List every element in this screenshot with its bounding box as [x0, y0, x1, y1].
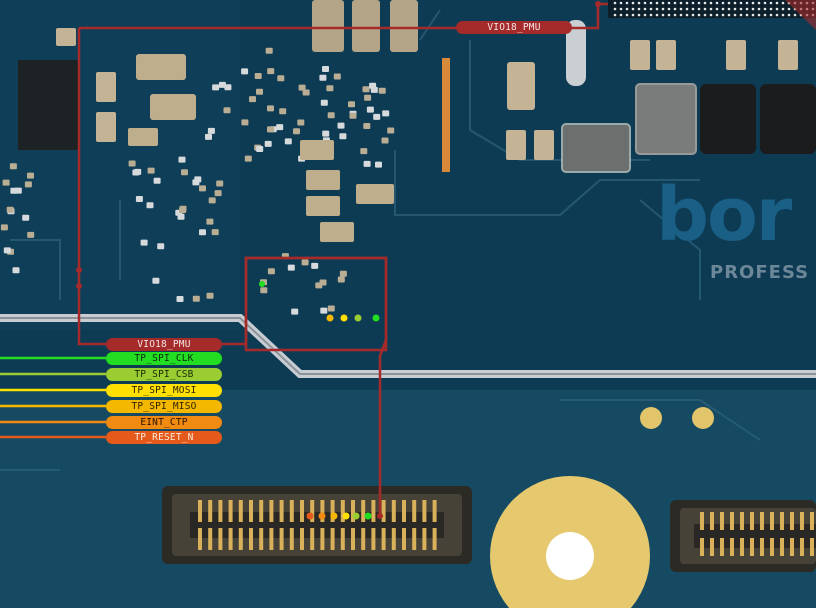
large-components [18, 0, 816, 242]
board-top-left-shade [0, 0, 240, 330]
mounting-hole [546, 532, 594, 580]
silver-traces [0, 20, 816, 378]
net-label-eint-ctp: EINT_CTP [106, 416, 222, 429]
net-junctions [259, 281, 380, 520]
brand-logo-subtext: PROFESS [710, 262, 810, 283]
net-label-vio18: VIO18_PMU [106, 338, 222, 351]
net-label-tp-reset-n: TP_RESET_N [106, 431, 222, 444]
board-connector-main [162, 486, 472, 564]
board-connector-right [670, 500, 816, 572]
brand-logo-text: bor [656, 172, 792, 258]
net-label-vio18-top: VIO18_PMU [456, 21, 572, 34]
net-label-tp-spi-miso: TP_SPI_MISO [106, 400, 222, 413]
board-traces [0, 9, 761, 471]
net-label-tp-spi-clk: TP_SPI_CLK [106, 352, 222, 365]
net-label-tp-spi-csb: TP_SPI_CSB [106, 368, 222, 381]
net-label-tp-spi-mosi: TP_SPI_MOSI [106, 384, 222, 397]
gold-pads [490, 407, 714, 608]
